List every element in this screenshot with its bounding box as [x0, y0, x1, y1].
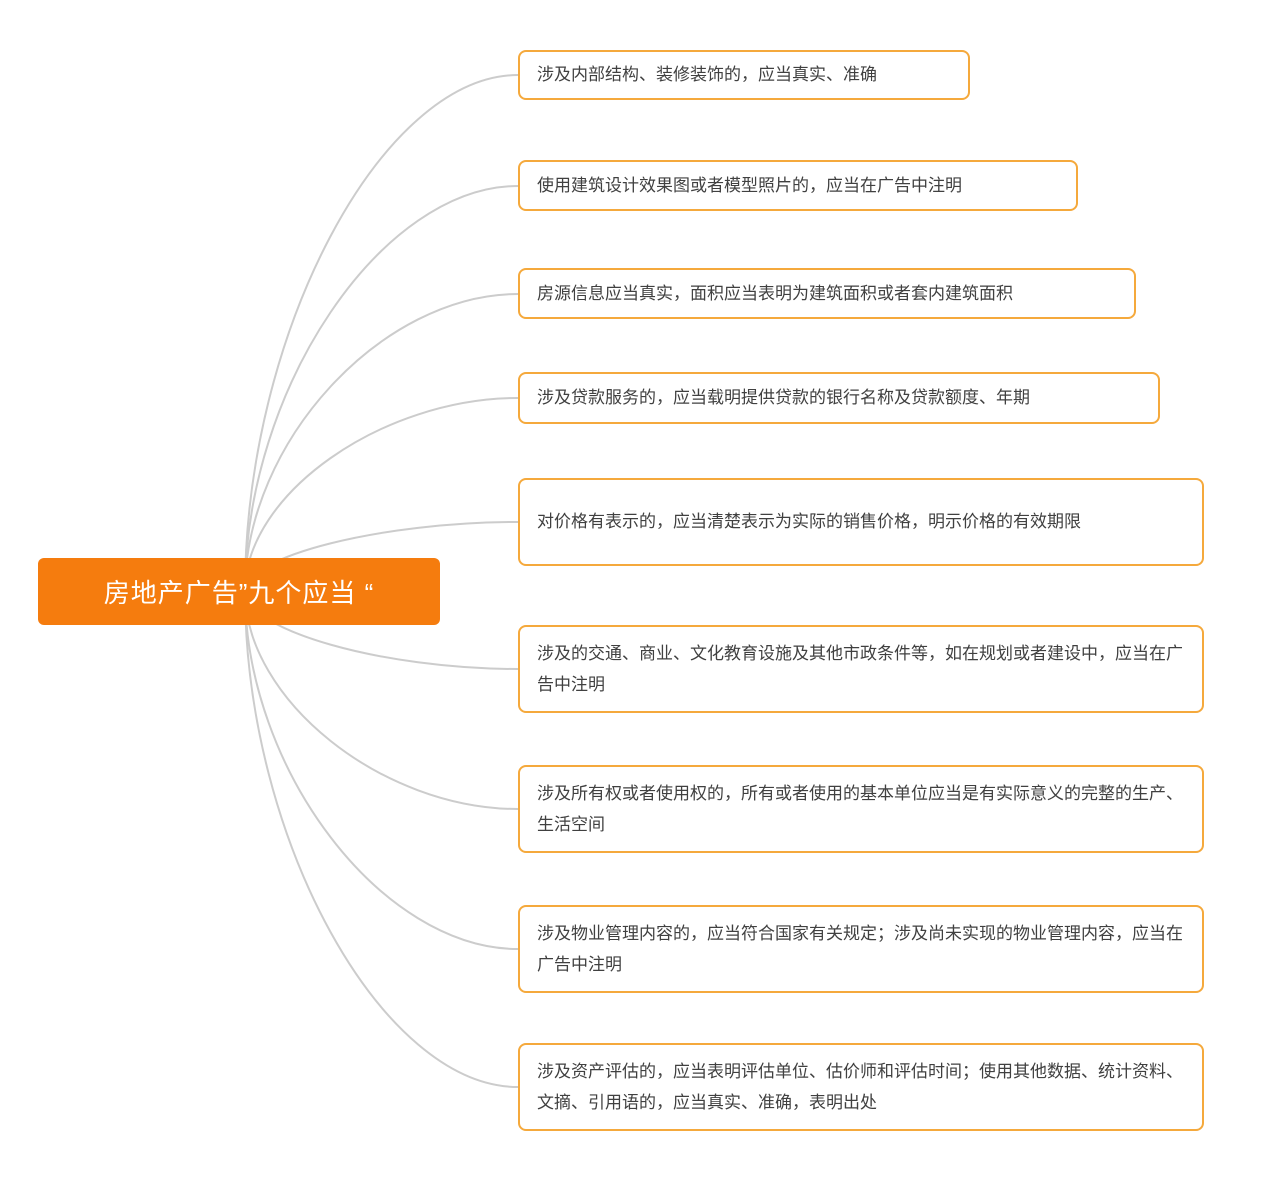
branch-node-3-label: 房源信息应当真实，面积应当表明为建筑面积或者套内建筑面积 [537, 283, 1013, 303]
branch-node-9[interactable]: 涉及资产评估的，应当表明评估单位、估价师和评估时间；使用其他数据、统计资料、文摘… [518, 1043, 1204, 1131]
connector-line-3 [244, 293, 519, 592]
branch-node-6[interactable]: 涉及的交通、商业、文化教育设施及其他市政条件等，如在规划或者建设中，应当在广告中… [518, 625, 1204, 713]
root-node[interactable]: 房地产广告”九个应当 “ [38, 558, 440, 625]
root-node-label: 房地产广告”九个应当 “ [103, 578, 375, 608]
branch-node-1-label: 涉及内部结构、装修装饰的，应当真实、准确 [537, 65, 877, 85]
connector-line-8 [244, 590, 519, 950]
branch-node-5[interactable]: 对价格有表示的，应当清楚表示为实际的销售价格，明示价格的有效期限 [518, 478, 1204, 566]
branch-node-7[interactable]: 涉及所有权或者使用权的，所有或者使用的基本单位应当是有实际意义的完整的生产、生活… [518, 765, 1204, 853]
branch-node-4[interactable]: 涉及贷款服务的，应当载明提供贷款的银行名称及贷款额度、年期 [518, 372, 1160, 424]
branch-node-4-label: 涉及贷款服务的，应当载明提供贷款的银行名称及贷款额度、年期 [537, 388, 1030, 408]
connector-line-7 [244, 590, 519, 810]
branch-node-2-label: 使用建筑设计效果图或者模型照片的，应当在广告中注明 [537, 175, 962, 195]
branch-node-3[interactable]: 房源信息应当真实，面积应当表明为建筑面积或者套内建筑面积 [518, 268, 1136, 319]
connector-line-1 [244, 74, 519, 592]
connector-line-9 [244, 590, 519, 1088]
branch-node-9-label: 涉及资产评估的，应当表明评估单位、估价师和评估时间；使用其他数据、统计资料、文摘… [537, 1061, 1183, 1112]
branch-node-8[interactable]: 涉及物业管理内容的，应当符合国家有关规定；涉及尚未实现的物业管理内容，应当在广告… [518, 905, 1204, 993]
branch-node-7-label: 涉及所有权或者使用权的，所有或者使用的基本单位应当是有实际意义的完整的生产、生活… [537, 783, 1183, 834]
connector-line-4 [244, 397, 519, 592]
branch-node-5-label: 对价格有表示的，应当清楚表示为实际的销售价格，明示价格的有效期限 [537, 512, 1081, 532]
branch-node-8-label: 涉及物业管理内容的，应当符合国家有关规定；涉及尚未实现的物业管理内容，应当在广告… [537, 923, 1183, 974]
branch-node-1[interactable]: 涉及内部结构、装修装饰的，应当真实、准确 [518, 50, 970, 100]
branch-node-6-label: 涉及的交通、商业、文化教育设施及其他市政条件等，如在规划或者建设中，应当在广告中… [537, 643, 1183, 694]
branch-node-2[interactable]: 使用建筑设计效果图或者模型照片的，应当在广告中注明 [518, 160, 1078, 211]
connector-line-2 [244, 185, 519, 592]
